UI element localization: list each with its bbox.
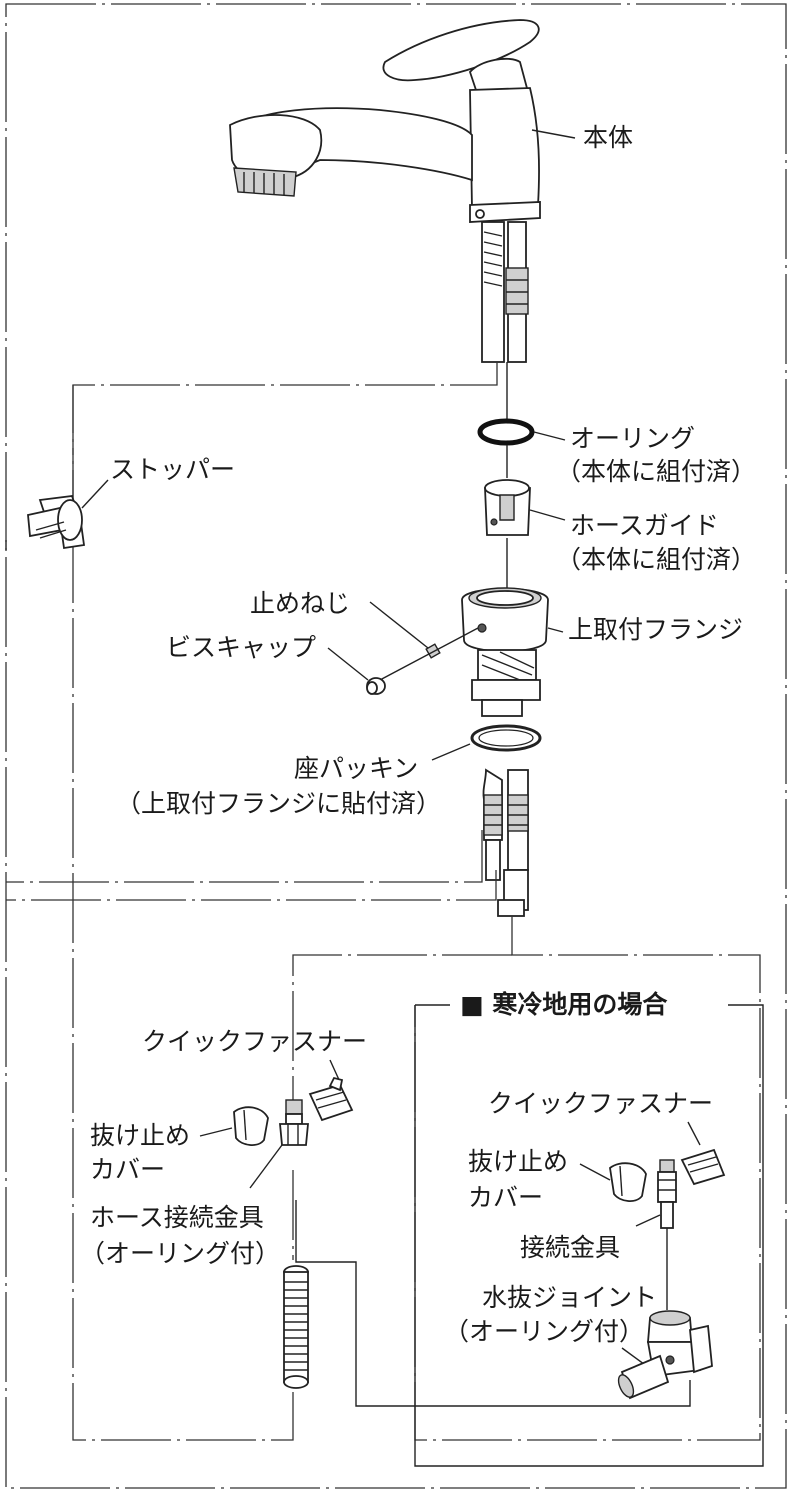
label-cold-quick-fastener: クイックファスナー xyxy=(488,1089,713,1118)
label-drain-joint: 水抜ジョイント xyxy=(482,1283,657,1312)
drain-joint-part xyxy=(617,1310,713,1400)
cold-fitting-part xyxy=(657,1159,677,1229)
label-quick-fastener: クイックファスナー xyxy=(142,1027,367,1056)
quick-fastener-part xyxy=(308,1076,354,1122)
cold-quick-fastener-part xyxy=(680,1148,726,1186)
label-oring: オーリング xyxy=(570,424,695,453)
label-cold-retainer-cover-2: カバー xyxy=(468,1183,543,1212)
hose-guide-part xyxy=(484,479,531,536)
label-drain-joint-note: （オーリング付） xyxy=(444,1317,644,1346)
label-cold-box-title: ■ 寒冷地用の場合 xyxy=(460,990,668,1019)
upper-flange-part xyxy=(461,587,549,717)
label-seat-packing: 座パッキン xyxy=(294,754,418,783)
label-cold-fitting: 接続金具 xyxy=(520,1233,620,1262)
set-screw-part xyxy=(425,643,441,659)
outer-frame xyxy=(5,3,787,1489)
label-hose-guide-note: （本体に組付済） xyxy=(556,545,756,574)
retainer-cover-part xyxy=(233,1106,269,1146)
label-stopper: ストッパー xyxy=(110,455,235,484)
label-screw-cap: ビスキャップ xyxy=(166,633,316,662)
label-hose-fitting: ホース接続金具 xyxy=(90,1203,264,1232)
screw-cap-part xyxy=(366,677,386,695)
label-hose-fitting-note: （オーリング付） xyxy=(80,1239,280,1268)
faucet-body xyxy=(229,19,541,223)
lower-hoses xyxy=(482,768,529,917)
label-retainer-cover-1: 抜け止め xyxy=(90,1121,190,1150)
upper-hoses xyxy=(481,221,529,363)
label-body: 本体 xyxy=(583,123,633,152)
label-retainer-cover-2: カバー xyxy=(90,1155,165,1184)
label-set-screw: 止めねじ xyxy=(250,589,350,618)
cold-retainer-cover-part xyxy=(609,1162,647,1202)
label-upper-flange: 上取付フランジ xyxy=(568,615,743,644)
label-hose-guide: ホースガイド xyxy=(570,511,719,540)
hose-fitting-part xyxy=(279,1099,309,1146)
label-cold-retainer-cover-1: 抜け止め xyxy=(468,1147,568,1176)
oring-part xyxy=(477,418,535,446)
stopper-part xyxy=(27,495,86,550)
label-seat-packing-note: （上取付フランジに貼付済） xyxy=(116,789,441,818)
flexible-hose-part xyxy=(283,1265,309,1389)
label-oring-note: （本体に組付済） xyxy=(556,457,756,486)
